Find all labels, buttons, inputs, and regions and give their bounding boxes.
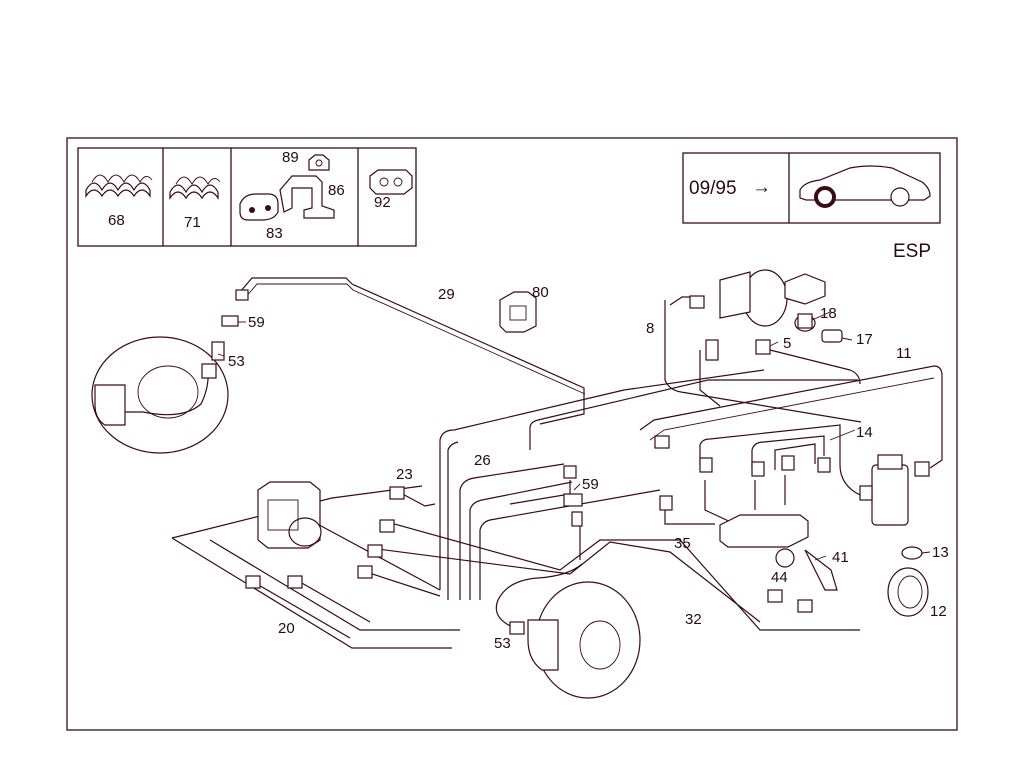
front-left-brake-disc (91, 336, 229, 454)
kit-parts-box (77, 147, 417, 247)
kit-label-68: 68 (108, 212, 125, 229)
callout-20: 20 (278, 620, 295, 637)
car-silhouette-icon (799, 165, 931, 208)
callout-41: 41 (832, 549, 849, 566)
model-year-box (682, 152, 941, 224)
hydraulic-unit (257, 481, 322, 549)
pipe-clip-icon (499, 291, 537, 333)
line-fittings (201, 289, 930, 635)
callout-44: 44 (771, 569, 788, 586)
leader-lines (217, 311, 931, 561)
grommet-icon (239, 193, 279, 221)
distributor-block (719, 514, 838, 591)
clip-strip-icon (169, 176, 221, 200)
callout-29: 29 (438, 286, 455, 303)
callout-59a: 59 (248, 314, 265, 331)
callout-26: 26 (474, 452, 491, 469)
callout-14: 14 (856, 424, 873, 441)
callout-23: 23 (396, 466, 413, 483)
brake-lines (171, 277, 943, 649)
callout-13: 13 (932, 544, 949, 561)
kit-label-71: 71 (184, 214, 201, 231)
clip-strip-icon (85, 174, 153, 198)
callout-12: 12 (930, 603, 947, 620)
nut-icon (308, 154, 330, 171)
callout-80: 80 (532, 284, 549, 301)
callout-5: 5 (783, 335, 791, 352)
bracket-icon (279, 175, 335, 219)
kit-label-92: 92 (374, 194, 391, 211)
date-arrow: → (752, 177, 771, 198)
rear-brake-disc (495, 563, 641, 699)
callout-53b: 53 (494, 635, 511, 652)
callout-17: 17 (856, 331, 873, 348)
callout-53a: 53 (228, 353, 245, 370)
kit-label-83: 83 (266, 225, 283, 242)
kit-label-86: 86 (328, 182, 345, 199)
variant-label: ESP (893, 241, 931, 262)
callout-35: 35 (674, 535, 691, 552)
callout-32: 32 (685, 611, 702, 628)
clamp-icon (369, 169, 413, 195)
callout-11: 11 (896, 345, 912, 362)
pressure-valve (871, 454, 929, 617)
callout-18: 18 (820, 305, 837, 322)
diagram-frame (66, 137, 958, 731)
kit-label-89: 89 (282, 149, 299, 166)
callout-59b: 59 (582, 476, 599, 493)
date-marker: 09/95 (689, 178, 737, 199)
callout-8: 8 (646, 320, 654, 337)
